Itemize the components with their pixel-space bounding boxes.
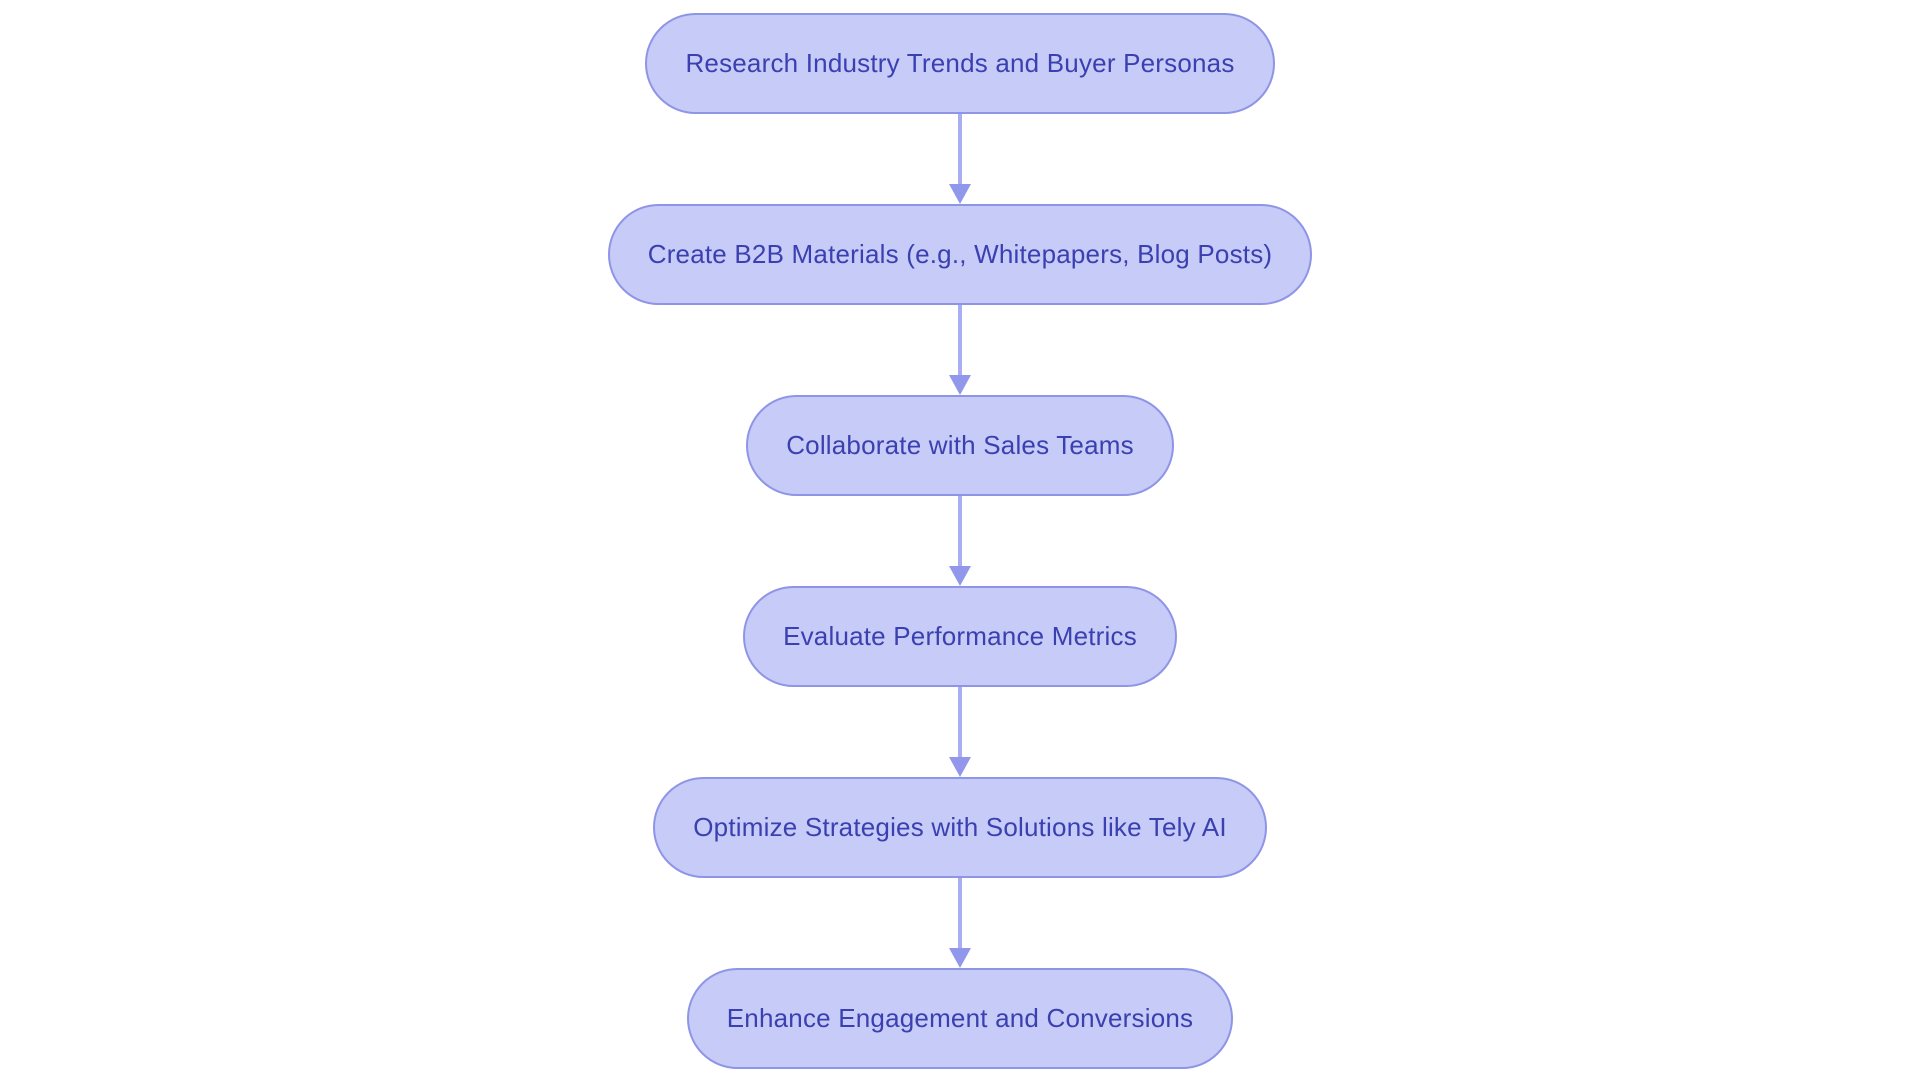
arrow-shaft: [958, 114, 962, 185]
flow-node-create-materials: Create B2B Materials (e.g., Whitepapers,…: [607, 204, 1313, 305]
flow-node-label: Optimize Strategies with Solutions like …: [693, 812, 1227, 842]
arrow-shaft: [958, 878, 962, 949]
flow-node-research-trends: Research Industry Trends and Buyer Perso…: [645, 13, 1275, 114]
flow-node-optimize-strategies: Optimize Strategies with Solutions like …: [653, 777, 1267, 878]
flow-node-label: Research Industry Trends and Buyer Perso…: [685, 48, 1235, 78]
arrow-shaft: [958, 687, 962, 758]
arrow-down-icon: [949, 948, 971, 968]
arrow-down-icon: [949, 184, 971, 204]
arrow-shaft: [958, 496, 962, 567]
flow-arrow-3: [949, 496, 971, 586]
arrow-down-icon: [949, 566, 971, 586]
flow-node-label: Evaluate Performance Metrics: [783, 621, 1137, 651]
flow-node-collaborate-sales: Collaborate with Sales Teams: [746, 395, 1174, 496]
arrow-down-icon: [949, 757, 971, 777]
flow-node-label: Enhance Engagement and Conversions: [726, 1003, 1194, 1033]
flow-node-label: Collaborate with Sales Teams: [786, 430, 1134, 460]
flow-arrow-2: [949, 305, 971, 395]
arrow-shaft: [958, 305, 962, 376]
flow-node-label: Create B2B Materials (e.g., Whitepapers,…: [647, 239, 1273, 269]
arrow-down-icon: [949, 375, 971, 395]
flow-arrow-4: [949, 687, 971, 777]
flow-node-enhance-engagement: Enhance Engagement and Conversions: [686, 968, 1234, 1069]
flow-arrow-5: [949, 878, 971, 968]
flow-arrow-1: [949, 114, 971, 204]
flow-node-evaluate-metrics: Evaluate Performance Metrics: [743, 586, 1177, 687]
